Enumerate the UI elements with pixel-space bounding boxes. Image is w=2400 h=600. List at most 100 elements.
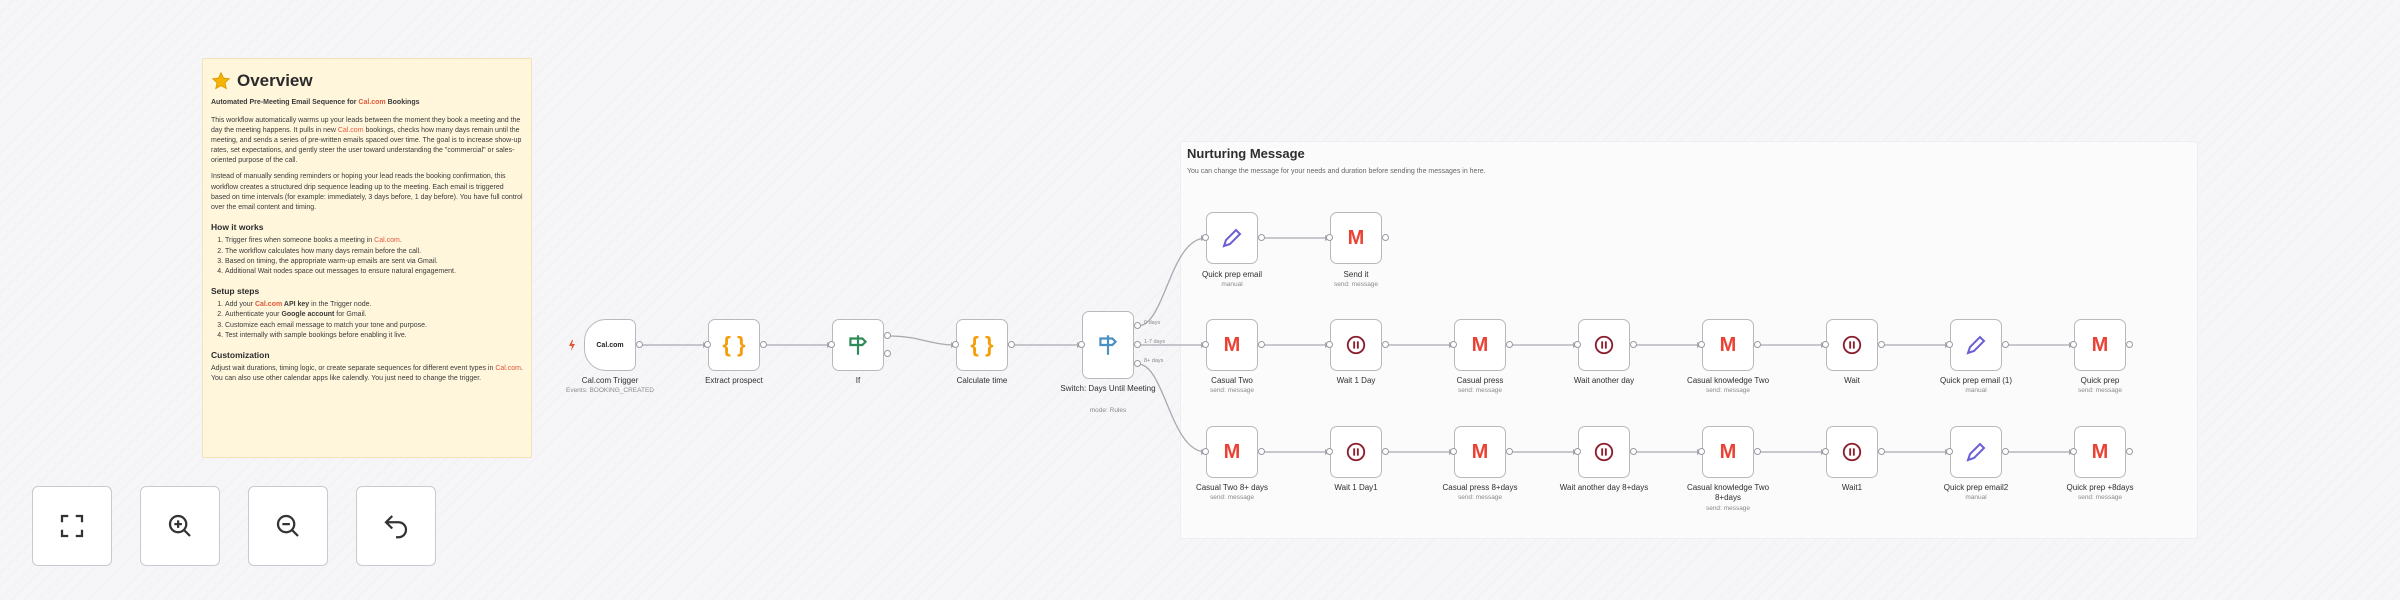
setup-1-link[interactable]: Cal.com	[254, 301, 283, 309]
port-in-calc[interactable]	[952, 341, 959, 348]
node-wait-1-day[interactable]	[1330, 319, 1382, 371]
node-casual-knowledge[interactable]: M	[1702, 319, 1754, 371]
port-in-r2-8[interactable]	[2070, 341, 2077, 348]
node-calculate-time[interactable]: { }	[956, 319, 1008, 371]
port-in-r2-2[interactable]	[1326, 341, 1333, 348]
port-out-r3-3[interactable]	[1506, 448, 1513, 455]
port-out-r3-4[interactable]	[1630, 448, 1637, 455]
port-in-r2-3[interactable]	[1450, 341, 1457, 348]
port-in-r2-7[interactable]	[1946, 341, 1953, 348]
port-out-r2-4[interactable]	[1630, 341, 1637, 348]
port-out-r3-1[interactable]	[1258, 448, 1265, 455]
port-in-if[interactable]	[828, 341, 835, 348]
star-icon	[211, 71, 231, 90]
pause-icon	[1346, 335, 1366, 355]
port-out-r2-7[interactable]	[2002, 341, 2009, 348]
setup-1a: Add your	[225, 301, 255, 309]
port-out-r2-1[interactable]	[1258, 341, 1265, 348]
node-quick-prep-8days[interactable]: M	[2074, 426, 2126, 478]
port-out-r2-6[interactable]	[1878, 341, 1885, 348]
port-in-r3-2[interactable]	[1326, 448, 1333, 455]
gmail-icon: M	[2091, 333, 2109, 356]
port-out-qpe[interactable]	[1258, 234, 1265, 241]
port-in-r3-8[interactable]	[2070, 448, 2077, 455]
subtitle-link[interactable]: Cal.com	[358, 98, 386, 106]
node-casual-press-8[interactable]: M	[1454, 426, 1506, 478]
port-out-trigger[interactable]	[636, 341, 643, 348]
code-braces-icon: { }	[722, 332, 746, 357]
p1-link[interactable]: Cal.com	[337, 126, 364, 134]
port-out-r3-8[interactable]	[2126, 448, 2133, 455]
node-casual-press[interactable]: M	[1454, 319, 1506, 371]
port-out-r2-2[interactable]	[1382, 341, 1389, 348]
node-if[interactable]	[832, 319, 884, 371]
subtitle-post: Bookings	[385, 98, 420, 106]
node-wait-another-day[interactable]	[1578, 319, 1630, 371]
port-in-extract[interactable]	[704, 341, 711, 348]
reset-zoom-icon	[384, 515, 408, 539]
switch-output-label-2: 8+ days	[1144, 358, 1164, 364]
node-extract-prospect[interactable]: { }	[708, 319, 760, 371]
node-wait[interactable]	[1826, 319, 1878, 371]
port-out-switch-2[interactable]	[1134, 360, 1141, 367]
node-wait-1-day1[interactable]	[1330, 426, 1382, 478]
port-out-sendit[interactable]	[1382, 234, 1389, 241]
reset-zoom-button[interactable]	[356, 486, 436, 566]
port-in-r3-1[interactable]	[1202, 448, 1209, 455]
port-in-r3-6[interactable]	[1822, 448, 1829, 455]
port-out-if-false[interactable]	[884, 350, 891, 357]
how-item-2: The workflow calculates how many days re…	[225, 247, 523, 257]
port-out-r3-7[interactable]	[2002, 448, 2009, 455]
node-casual-knowledge-8[interactable]: M	[1702, 426, 1754, 478]
cust-link[interactable]: Cal.com	[495, 365, 521, 373]
port-out-if-true[interactable]	[884, 332, 891, 339]
zoom-out-button[interactable]	[248, 486, 328, 566]
port-out-r3-5[interactable]	[1754, 448, 1761, 455]
port-in-switch[interactable]	[1078, 341, 1085, 348]
port-out-r2-3[interactable]	[1506, 341, 1513, 348]
port-in-r3-3[interactable]	[1450, 448, 1457, 455]
port-in-r2-5[interactable]	[1698, 341, 1705, 348]
gmail-icon: M	[1223, 333, 1241, 356]
node-wait1[interactable]	[1826, 426, 1878, 478]
node-send-it[interactable]: M	[1330, 212, 1382, 264]
port-out-r2-5[interactable]	[1754, 341, 1761, 348]
port-in-r3-7[interactable]	[1946, 448, 1953, 455]
port-in-r2-4[interactable]	[1574, 341, 1581, 348]
port-in-r3-4[interactable]	[1574, 448, 1581, 455]
node-quick-prep-email[interactable]	[1206, 212, 1258, 264]
how-1-link[interactable]: Cal.com	[374, 237, 400, 245]
label-if: If	[855, 376, 861, 385]
node-quick-prep-email-1[interactable]	[1950, 319, 2002, 371]
sublabel-qpe2: manual	[1965, 494, 1987, 501]
if-signpost-icon	[849, 335, 868, 355]
fit-view-button[interactable]	[32, 486, 112, 566]
port-in-r2-6[interactable]	[1822, 341, 1829, 348]
port-out-r2-8[interactable]	[2126, 341, 2133, 348]
node-wait-another-day-8[interactable]	[1578, 426, 1630, 478]
port-in-r3-5[interactable]	[1698, 448, 1705, 455]
sticky-paragraph-1: This workflow automatically warms up you…	[211, 116, 523, 167]
overview-sticky-note[interactable]: Overview Automated Pre-Meeting Email Seq…	[202, 58, 532, 458]
port-out-switch-0[interactable]	[1134, 322, 1141, 329]
sublabel-casual-press-8: send: message	[1457, 494, 1503, 501]
port-out-r3-2[interactable]	[1382, 448, 1389, 455]
node-calcom-trigger[interactable]: Cal.com	[584, 319, 636, 371]
edge-switch-row1	[1137, 237, 1207, 327]
port-out-switch-1[interactable]	[1134, 341, 1141, 348]
port-out-r3-6[interactable]	[1878, 448, 1885, 455]
port-in-r2-1[interactable]	[1202, 341, 1209, 348]
pause-icon	[1842, 335, 1862, 355]
node-casual-two[interactable]: M	[1206, 319, 1258, 371]
node-casual-two-8[interactable]: M	[1206, 426, 1258, 478]
port-out-calc[interactable]	[1008, 341, 1015, 348]
setup-1c: in the Trigger node.	[309, 301, 372, 309]
port-in-sendit[interactable]	[1326, 234, 1333, 241]
port-in-qpe[interactable]	[1202, 234, 1209, 241]
port-out-extract[interactable]	[760, 341, 767, 348]
node-quick-prep[interactable]: M	[2074, 319, 2126, 371]
node-quick-prep-email2[interactable]	[1950, 426, 2002, 478]
label-sendit: Send it	[1343, 270, 1369, 279]
zoom-in-button[interactable]	[140, 486, 220, 566]
node-switch-days[interactable]	[1082, 311, 1134, 379]
